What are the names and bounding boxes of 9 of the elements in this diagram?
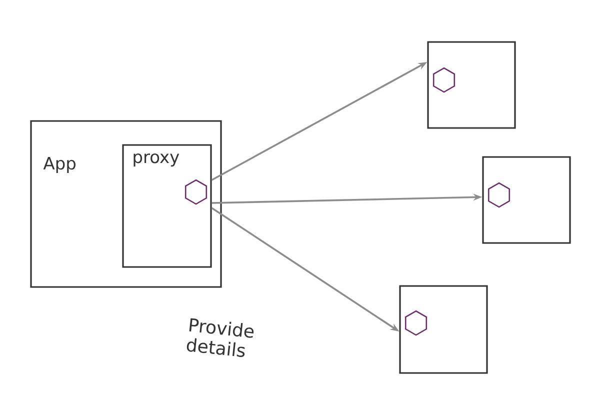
handwritten-note: Provide details xyxy=(186,318,254,358)
square-box xyxy=(399,285,488,374)
proxy-box: proxy xyxy=(122,144,212,268)
hexagon-icon xyxy=(404,310,428,336)
hexagon-icon xyxy=(432,67,456,93)
hexagon-icon xyxy=(488,182,510,208)
square-box xyxy=(427,41,516,129)
hexagon-icon xyxy=(184,179,208,205)
square-box xyxy=(482,156,571,244)
